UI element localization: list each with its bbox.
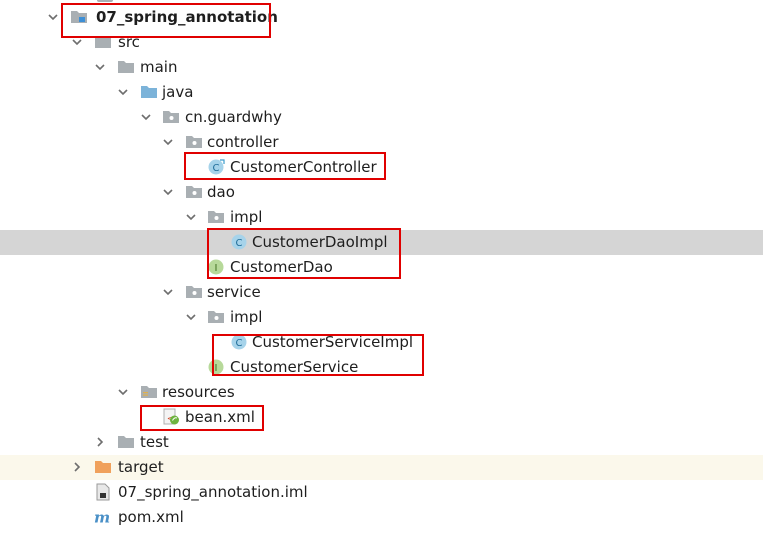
chevron-down-icon[interactable] bbox=[48, 12, 58, 22]
tree-node-label: resources bbox=[162, 383, 235, 401]
package-icon bbox=[163, 111, 179, 123]
chevron-right-icon[interactable] bbox=[95, 437, 105, 447]
tree-node-bean-xml[interactable]: < bean.xml bbox=[0, 405, 763, 430]
folder-icon bbox=[118, 61, 134, 73]
tree-node-label: java bbox=[162, 83, 194, 101]
svg-text:C: C bbox=[236, 238, 243, 249]
chevron-down-icon[interactable] bbox=[95, 62, 105, 72]
tree-node-service[interactable]: service bbox=[0, 280, 763, 305]
tree-node-label: CustomerDaoImpl bbox=[252, 233, 388, 251]
package-icon bbox=[208, 311, 224, 323]
tree-node-label: impl bbox=[230, 208, 263, 226]
package-icon bbox=[186, 186, 202, 198]
tree-node-label: impl bbox=[230, 308, 263, 326]
package-icon bbox=[186, 286, 202, 298]
iml-file-icon bbox=[96, 483, 110, 501]
svg-text:C: C bbox=[236, 338, 243, 349]
tree-node-dao-impl[interactable]: impl bbox=[0, 205, 763, 230]
tree-node-customer-dao-impl[interactable]: C CustomerDaoImpl bbox=[0, 230, 763, 255]
tree-node-service-impl[interactable]: impl bbox=[0, 305, 763, 330]
tree-node-label: cn.guardwhy bbox=[185, 108, 282, 126]
tree-node-pom-xml[interactable]: m pom.xml bbox=[0, 505, 763, 530]
chevron-down-icon[interactable] bbox=[118, 87, 128, 97]
tree-node-label: CustomerService bbox=[230, 358, 359, 376]
tree-node-label: test bbox=[140, 433, 169, 451]
tree-node-customer-controller[interactable]: C CustomerController bbox=[0, 155, 763, 180]
tree-node-dao[interactable]: dao bbox=[0, 180, 763, 205]
tree-node-label: target bbox=[118, 458, 164, 476]
svg-text:m: m bbox=[94, 508, 110, 526]
tree-node-resources[interactable]: resources bbox=[0, 380, 763, 405]
chevron-right-icon[interactable] bbox=[72, 462, 82, 472]
tree-node-src[interactable]: src bbox=[0, 30, 763, 55]
tree-node-label: CustomerController bbox=[230, 158, 377, 176]
tree-node-label: CustomerDao bbox=[230, 258, 333, 276]
spring-xml-icon: < bbox=[163, 408, 179, 425]
module-folder-icon bbox=[71, 11, 87, 23]
resources-folder-icon bbox=[141, 386, 157, 398]
tree-node-label: main bbox=[140, 58, 178, 76]
svg-text:I: I bbox=[215, 363, 218, 374]
java-class-icon: C bbox=[231, 234, 247, 250]
tree-node-main[interactable]: main bbox=[0, 55, 763, 80]
chevron-down-icon[interactable] bbox=[163, 187, 173, 197]
chevron-down-icon[interactable] bbox=[141, 112, 151, 122]
package-icon bbox=[186, 136, 202, 148]
tree-node-java[interactable]: java bbox=[0, 80, 763, 105]
tree-node-test[interactable]: test bbox=[0, 430, 763, 455]
tree-node-customer-service-impl[interactable]: C CustomerServiceImpl bbox=[0, 330, 763, 355]
tree-node-customer-service[interactable]: I CustomerService bbox=[0, 355, 763, 380]
tree-node-iml-file[interactable]: 07_spring_annotation.iml bbox=[0, 480, 763, 505]
maven-icon: m bbox=[94, 508, 110, 526]
tree-node-module[interactable]: 07_spring_annotation bbox=[0, 5, 763, 30]
tree-node-label: 07_spring_annotation bbox=[96, 8, 278, 26]
chevron-down-icon[interactable] bbox=[186, 212, 196, 222]
tree-node-label: 07_spring_annotation.iml bbox=[118, 483, 308, 501]
tree-node-label: service bbox=[207, 283, 261, 301]
java-class-icon: C bbox=[208, 159, 225, 175]
tree-node-controller[interactable]: controller bbox=[0, 130, 763, 155]
java-interface-icon: I bbox=[208, 259, 224, 275]
tree-node-customer-dao[interactable]: I CustomerDao bbox=[0, 255, 763, 280]
tree-node-label: bean.xml bbox=[185, 408, 255, 426]
chevron-down-icon[interactable] bbox=[186, 312, 196, 322]
java-class-icon: C bbox=[231, 334, 247, 350]
tree-node-label: pom.xml bbox=[118, 508, 184, 526]
tree-node-label: dao bbox=[207, 183, 235, 201]
tree-node-label: CustomerServiceImpl bbox=[252, 333, 414, 351]
tree-node-label: src bbox=[118, 33, 140, 51]
tree-node-package-root[interactable]: cn.guardwhy bbox=[0, 105, 763, 130]
chevron-down-icon[interactable] bbox=[72, 37, 82, 47]
folder-icon bbox=[118, 436, 134, 448]
java-interface-icon: I bbox=[208, 359, 224, 375]
source-root-folder-icon bbox=[141, 86, 157, 98]
tree-node-label: controller bbox=[207, 133, 279, 151]
excluded-folder-icon bbox=[95, 461, 111, 473]
svg-text:C: C bbox=[213, 163, 220, 174]
chevron-down-icon[interactable] bbox=[163, 287, 173, 297]
svg-text:I: I bbox=[215, 263, 218, 274]
tree-node-target[interactable]: target bbox=[0, 455, 763, 480]
chevron-down-icon[interactable] bbox=[118, 387, 128, 397]
chevron-down-icon[interactable] bbox=[163, 137, 173, 147]
folder-icon bbox=[95, 36, 111, 48]
package-icon bbox=[208, 211, 224, 223]
